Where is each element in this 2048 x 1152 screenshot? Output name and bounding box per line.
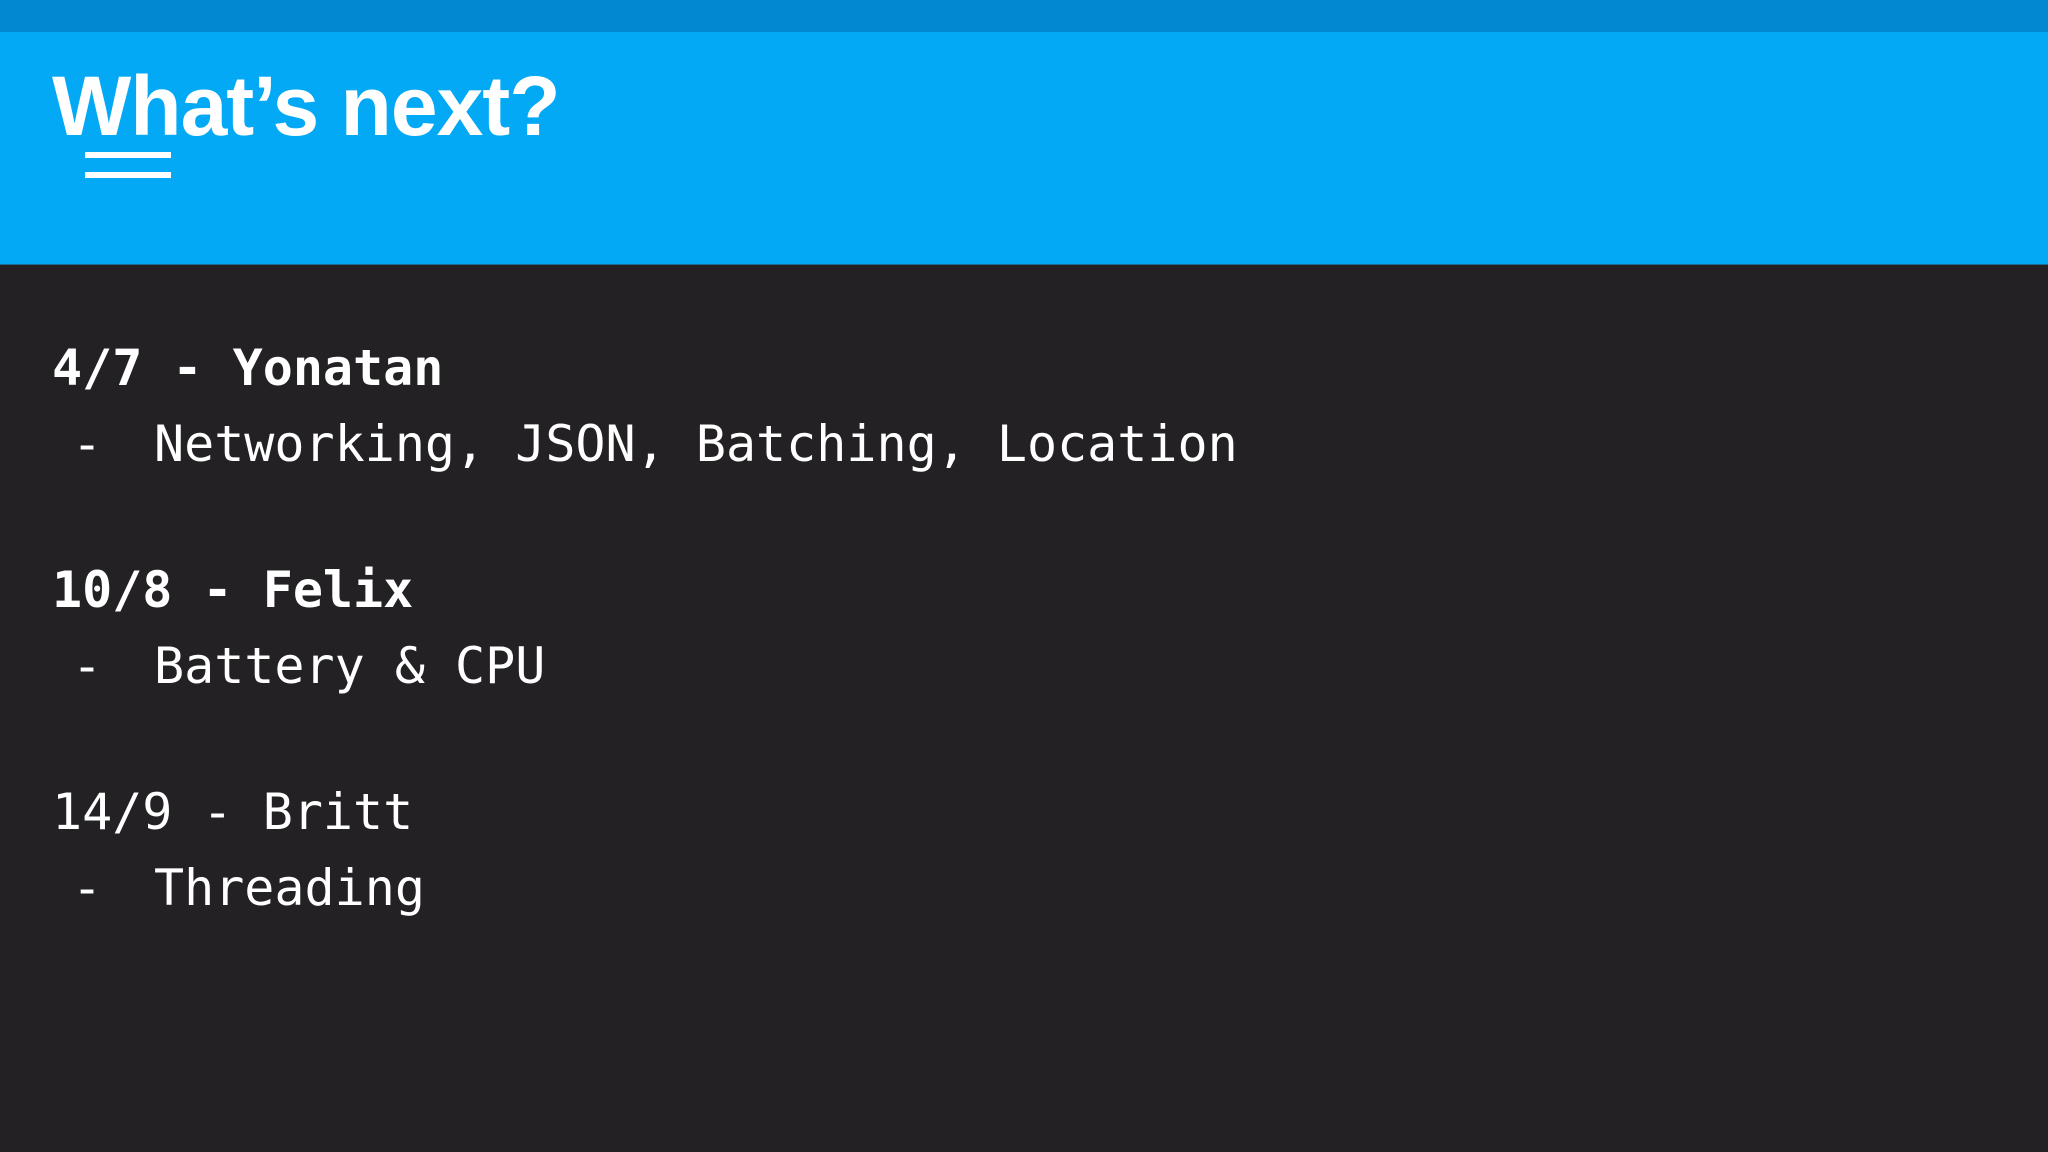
bullet-dash: - (72, 637, 103, 695)
agenda-item-topics: Battery & CPU (154, 637, 546, 695)
agenda-item-heading: 10/8 - Felix (52, 561, 414, 619)
slide-title: What’s next? (52, 59, 561, 153)
agenda-item-heading: 4/7 - Yonatan (52, 339, 444, 397)
agenda-item: 4/7 - Yonatan - Networking, JSON, Batchi… (52, 330, 1238, 482)
agenda-item-topics-row: - Battery & CPU (52, 628, 1238, 704)
agenda-item-topics-row: - Networking, JSON, Batching, Location (52, 406, 1238, 482)
agenda-list: 4/7 - Yonatan - Networking, JSON, Batchi… (52, 330, 1238, 996)
agenda-item: 10/8 - Felix - Battery & CPU (52, 552, 1238, 704)
top-strip (0, 0, 2048, 32)
title-underline-top (85, 152, 171, 158)
agenda-item-heading: 14/9 - Britt (52, 783, 414, 841)
agenda-item: 14/9 - Britt - Threading (52, 774, 1238, 926)
agenda-item-topics-row: - Threading (52, 850, 1238, 926)
slide-header: What’s next? (0, 32, 2048, 265)
bullet-dash: - (72, 415, 103, 473)
agenda-item-topics: Threading (154, 859, 425, 917)
bullet-dash: - (72, 859, 103, 917)
title-underline-bottom (85, 172, 171, 178)
agenda-item-topics: Networking, JSON, Batching, Location (154, 415, 1238, 473)
